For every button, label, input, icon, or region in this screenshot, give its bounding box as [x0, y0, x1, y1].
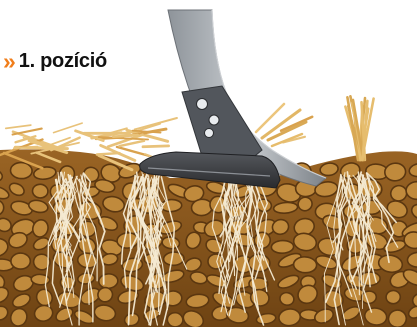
straw-piece	[13, 129, 42, 135]
lifted-straw	[256, 104, 306, 146]
soil-pebble	[98, 273, 118, 289]
soil-pebble	[163, 252, 184, 266]
position-heading: » 1. pozíció	[3, 47, 107, 75]
soil-pebble	[293, 256, 317, 273]
soil-pebble	[10, 162, 32, 179]
straw-piece	[113, 135, 137, 137]
soil-pebble	[271, 240, 294, 253]
double-chevron-icon: »	[3, 50, 11, 73]
straw-piece	[6, 125, 31, 128]
straw-piece	[135, 118, 177, 130]
straw-piece	[143, 146, 169, 147]
straw-piece	[97, 153, 120, 154]
clamp-plate	[182, 86, 262, 160]
standing-stubble	[345, 96, 373, 160]
soil-pebble	[161, 199, 182, 212]
position-label: 1. pozíció	[19, 51, 107, 71]
soil-pebble	[386, 290, 401, 304]
soil-pebble	[11, 253, 31, 269]
soil-pebble	[32, 184, 49, 199]
